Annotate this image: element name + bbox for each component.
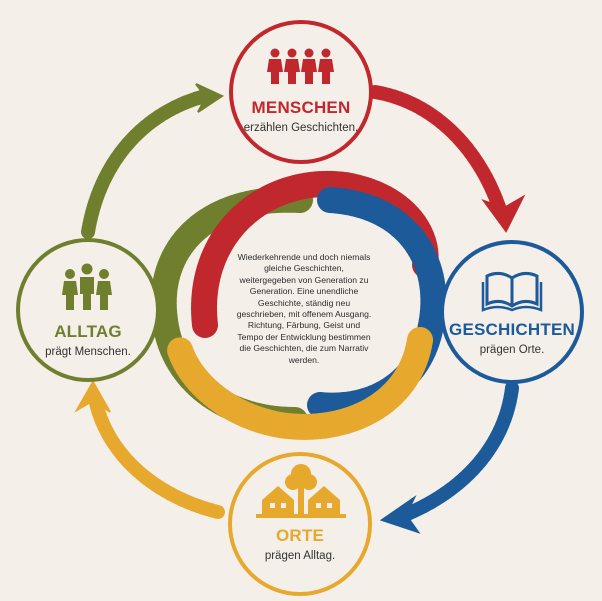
orte-title: ORTE [275,526,325,545]
alltag-title: ALLTAG [54,322,122,341]
open-book-icon [481,271,543,312]
orte-subtitle: prägen Alltag. [264,550,336,562]
arrow-geschichten-to-orte [398,381,519,522]
arrow-alltag-to-menschen [81,89,212,239]
arrowhead-yellow [74,379,111,413]
menschen-subtitle: erzählen Geschichten. [243,122,359,134]
swirl-yellow [167,327,433,440]
arrow-orte-to-alltag [88,391,225,519]
houses-and-tree-icon [256,464,346,518]
central-swirl [150,170,447,440]
center-description: Wiederkehrende und doch niemals gleiche … [236,252,372,365]
arrowhead-green [195,83,225,113]
menschen-title: MENSCHEN [251,98,351,117]
geschichten-subtitle: prägen Orte. [479,344,545,356]
alltag-subtitle: prägt Menschen. [45,346,131,358]
geschichten-circle [440,240,584,384]
arrowhead-red [481,194,526,233]
arrow-menschen-to-geschichten [368,85,507,217]
menschen-circle [229,20,373,164]
arrowhead-blue [379,495,421,534]
four-people-icon [267,48,334,84]
swirl-center-disc [224,231,384,391]
geschichten-title: GESCHICHTEN [449,320,575,339]
orte-circle [228,452,372,596]
family-icon [62,263,112,310]
cycle-arrows [74,83,526,534]
